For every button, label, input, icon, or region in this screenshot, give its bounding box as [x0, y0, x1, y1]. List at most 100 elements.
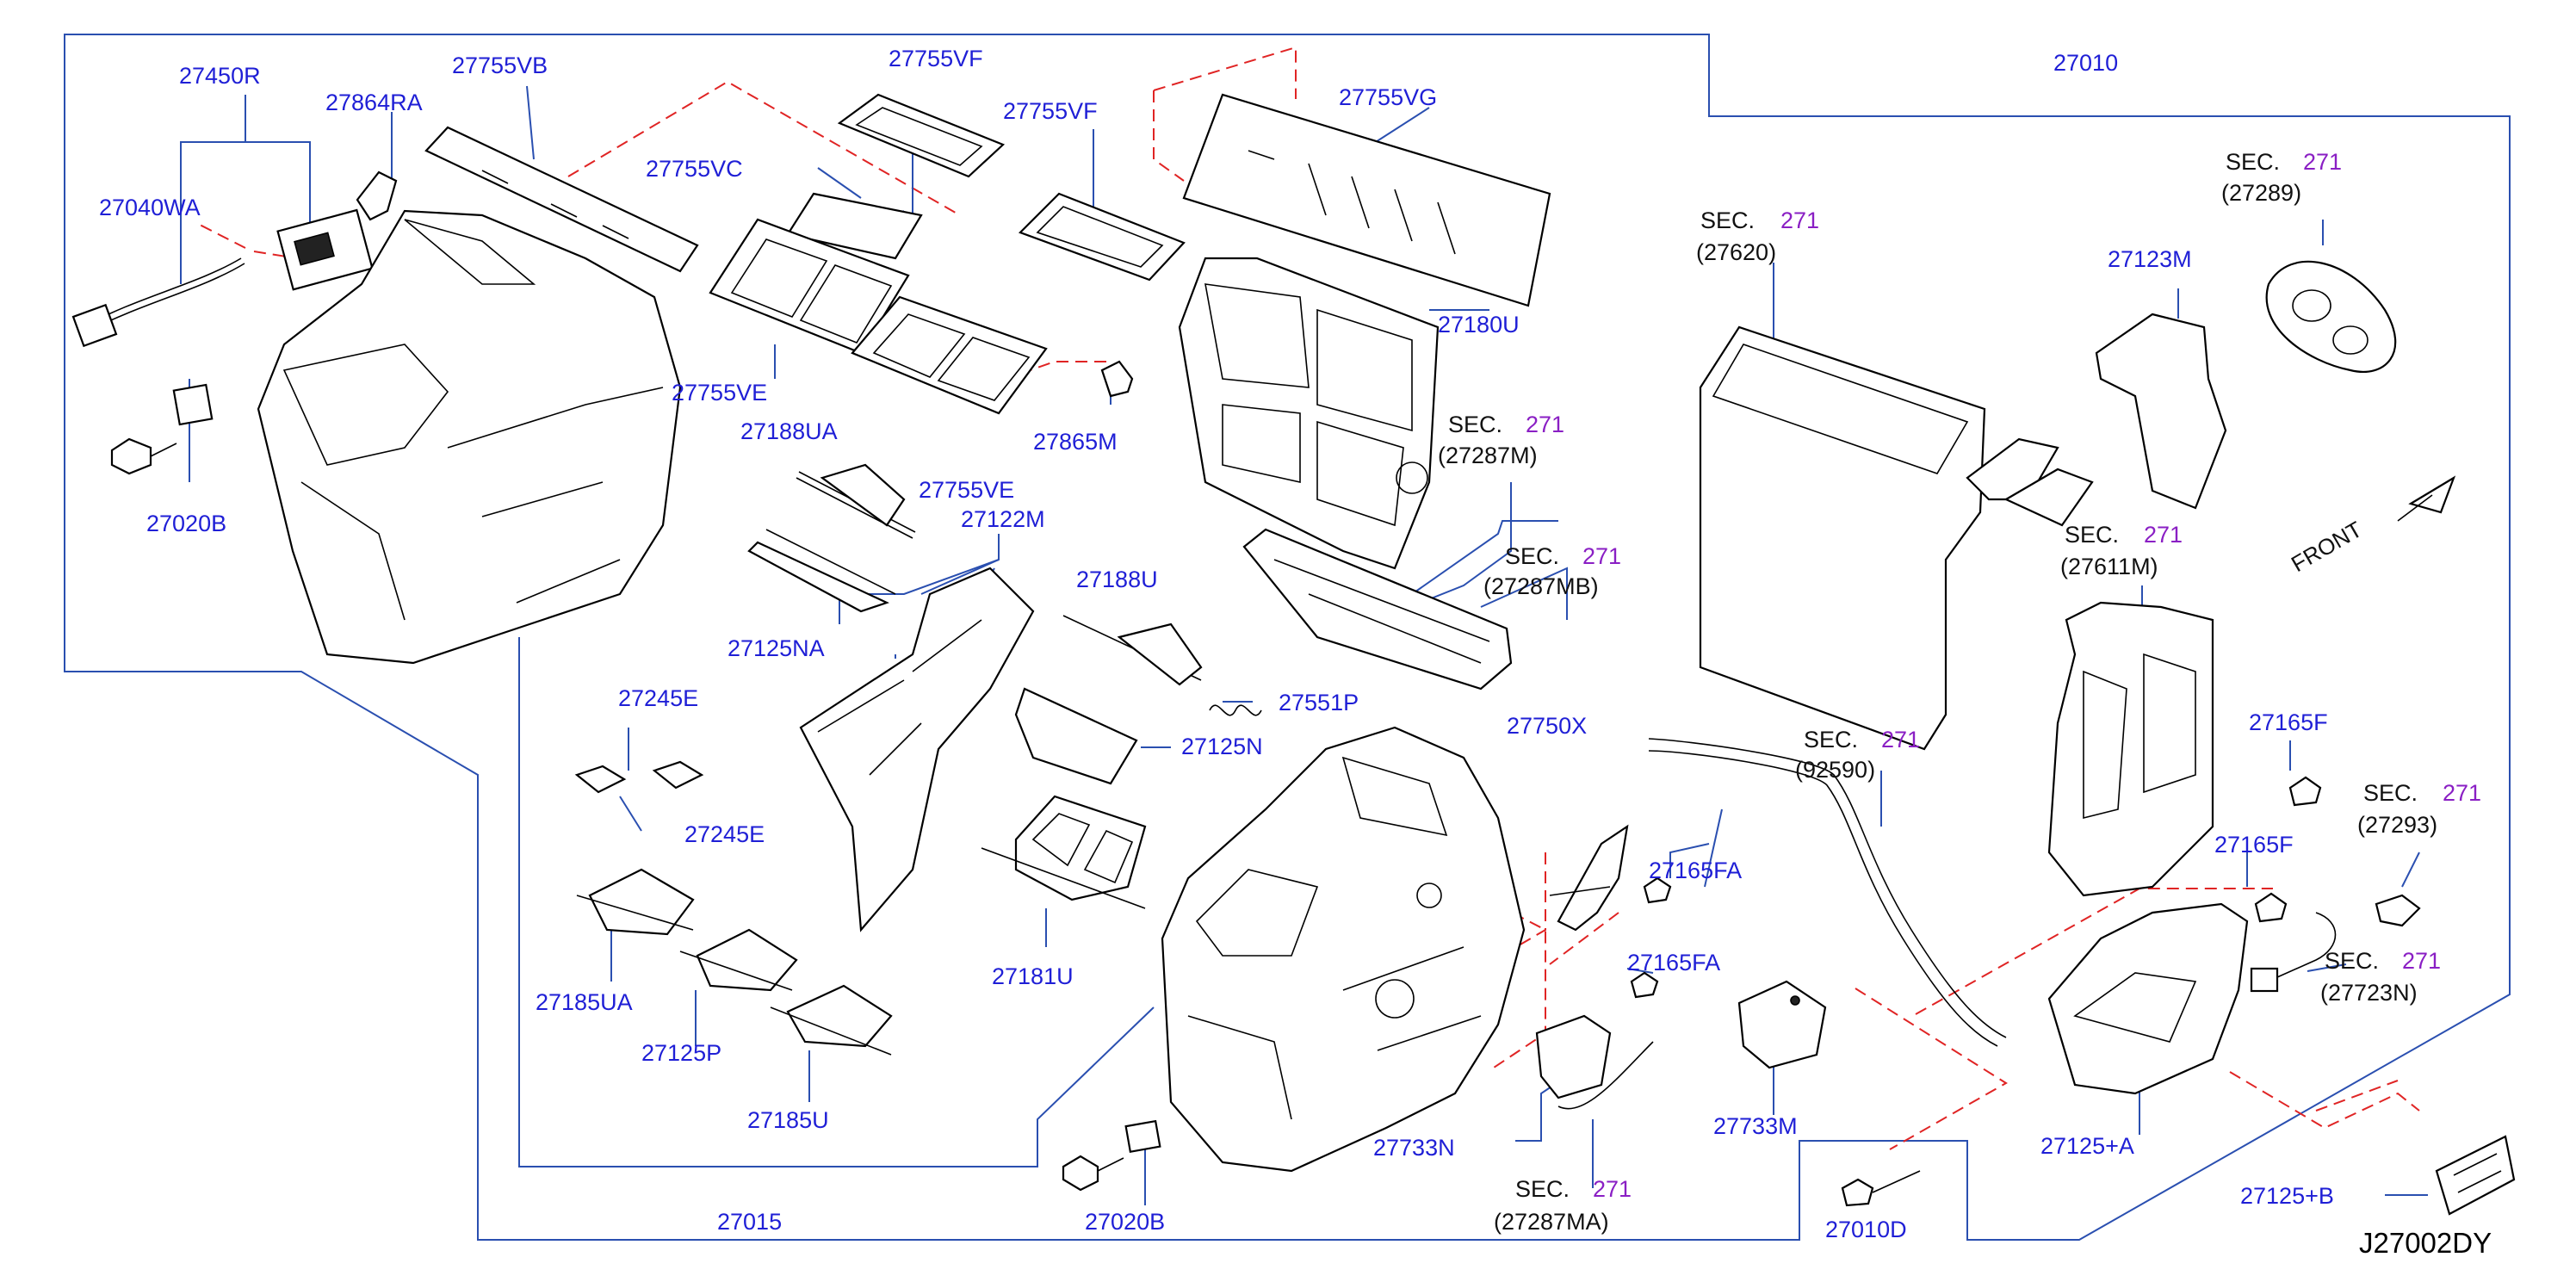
- label-27180U: 27180U: [1438, 312, 1520, 338]
- label-27188UA: 27188UA: [740, 418, 838, 444]
- label-27245E-a: 27245E: [618, 685, 698, 711]
- part-harness-27723N: [2250, 912, 2337, 993]
- front-arrow-icon: [2397, 475, 2456, 522]
- part-sensor-harness: [71, 208, 374, 348]
- label-27165FA-b: 27165FA: [1627, 950, 1720, 975]
- part-main-housing: [1161, 726, 1526, 1173]
- sec-ref-92590: SEC. 271 (92590): [1795, 727, 1920, 783]
- part-blower-27125A: [2047, 902, 2249, 1095]
- part-screws-27165FA: [1630, 876, 1672, 999]
- part-seal-27755VG: [1182, 93, 1551, 307]
- sec-ref-27289: SEC. 271 (27289): [2221, 149, 2342, 206]
- label-27125pA: 27125+A: [2040, 1133, 2134, 1159]
- label-27188U: 27188U: [1076, 567, 1158, 592]
- label-27733M: 27733M: [1713, 1113, 1798, 1139]
- svg-text:SEC.: SEC.: [1515, 1176, 1570, 1202]
- part-door-27287MB: [1242, 528, 1513, 691]
- svg-text:SEC.: SEC.: [2363, 780, 2418, 806]
- part-bolt-27020B: [1062, 1119, 1161, 1192]
- svg-text:SEC.: SEC.: [1700, 207, 1755, 233]
- label-27165F-b: 27165F: [2214, 832, 2294, 858]
- part-filter-27755VE: [709, 218, 1048, 415]
- label-27755VC: 27755VC: [646, 156, 743, 182]
- part-door-27181U: [981, 795, 1147, 909]
- svg-text:(27620): (27620): [1696, 239, 1776, 265]
- svg-text:271: 271: [2402, 948, 2441, 974]
- part-filter-27755VF-b: [1019, 192, 1186, 282]
- part-evaporator-27620: [1699, 325, 2094, 751]
- part-pipe-92590: [1648, 738, 2007, 1047]
- label-27750X: 27750X: [1507, 713, 1587, 739]
- part-connector-27293: [2375, 894, 2421, 927]
- svg-text:(27287MB): (27287MB): [1483, 573, 1599, 599]
- label-27865M: 27865M: [1033, 429, 1118, 455]
- svg-text:271: 271: [2303, 149, 2342, 175]
- assembly-frame: [64, 34, 2511, 1241]
- svg-text:271: 271: [1582, 543, 1621, 569]
- svg-text:(27287MA): (27287MA): [1494, 1209, 1609, 1235]
- label-27450R: 27450R: [179, 63, 261, 89]
- label-27015: 27015: [717, 1209, 782, 1235]
- svg-text:271: 271: [1780, 207, 1819, 233]
- part-bracket-27123M: [2095, 313, 2227, 510]
- part-spring-27551P: [1209, 704, 1262, 716]
- part-door-27125NA: [747, 529, 896, 613]
- svg-text:271: 271: [1526, 412, 1564, 437]
- label-27020B-b: 27020B: [1085, 1209, 1165, 1235]
- part-link-27750X: [1549, 824, 1629, 932]
- svg-text:SEC.: SEC.: [1448, 412, 1502, 437]
- label-27755VE-b: 27755VE: [919, 477, 1014, 503]
- part-pin-27865M: [1100, 360, 1134, 398]
- part-actuator-27733M: [1737, 980, 1827, 1069]
- part-filter-27755VC: [786, 192, 923, 260]
- part-intake-unit: [257, 209, 682, 665]
- svg-text:(27287M): (27287M): [1438, 443, 1538, 468]
- sec-references: SEC. 271 (27289) SEC. 271 (27620) SEC. 2…: [1438, 149, 2481, 1235]
- part-labels: 27450R 27864RA 27755VB 27755VF 27755VF 2…: [99, 46, 2334, 1242]
- label-27755VE-a: 27755VE: [672, 380, 767, 406]
- part-grille-27125B: [2435, 1135, 2516, 1216]
- sec-ref-27611M: SEC. 271 (27611M): [2060, 522, 2183, 579]
- part-actuator-27733N: [1535, 1014, 1654, 1110]
- label-27020B-a: 27020B: [146, 511, 226, 536]
- drawing-id: J27002DY: [2359, 1227, 2492, 1259]
- label-27165F-a: 27165F: [2249, 709, 2328, 735]
- label-27123M: 27123M: [2108, 246, 2192, 272]
- part-doors-27185: [576, 868, 893, 1056]
- part-clip-27245E: [574, 760, 704, 794]
- svg-text:(27293): (27293): [2357, 812, 2437, 838]
- sec-ref-27287M: SEC. 271 (27287M): [1438, 412, 1564, 468]
- sec-ref-27620: SEC. 271 (27620): [1696, 207, 1819, 265]
- label-27010D: 27010D: [1825, 1217, 1907, 1242]
- svg-text:271: 271: [1593, 1176, 1632, 1202]
- part-clip-27864RA: [356, 170, 398, 221]
- svg-text:(27611M): (27611M): [2060, 554, 2158, 579]
- part-seal-27755VB: [424, 126, 699, 273]
- sec-ref-27287MA: SEC. 271 (27287MA): [1494, 1176, 1632, 1235]
- part-door-27180U: [1178, 257, 1440, 570]
- svg-text:271: 271: [1881, 727, 1920, 752]
- label-27165FA-a: 27165FA: [1649, 858, 1742, 883]
- label-27185U: 27185U: [747, 1107, 829, 1133]
- part-duct-27122M: [799, 567, 1035, 932]
- label-27755VF-b: 27755VF: [1003, 98, 1098, 124]
- label-27010: 27010: [2053, 50, 2118, 76]
- part-grommet-27289: [2265, 260, 2397, 373]
- label-27755VG: 27755VG: [1339, 84, 1437, 110]
- part-bolt-27010D: [1841, 1170, 1921, 1207]
- label-27125P: 27125P: [641, 1040, 721, 1066]
- label-27864RA: 27864RA: [325, 90, 423, 115]
- svg-text:SEC.: SEC.: [1804, 727, 1858, 752]
- part-screws-27165F: [2254, 776, 2322, 923]
- svg-text:271: 271: [2443, 780, 2481, 806]
- svg-text:(27289): (27289): [2221, 180, 2301, 206]
- label-27122M: 27122M: [961, 506, 1045, 532]
- svg-text:(92590): (92590): [1795, 757, 1875, 783]
- svg-text:SEC.: SEC.: [2226, 149, 2280, 175]
- svg-text:271: 271: [2144, 522, 2183, 548]
- part-filter-27755VF-a: [837, 93, 1006, 178]
- label-27125pB: 27125+B: [2240, 1183, 2334, 1209]
- svg-text:SEC.: SEC.: [2065, 522, 2119, 548]
- part-door-27188U: [1062, 615, 1203, 686]
